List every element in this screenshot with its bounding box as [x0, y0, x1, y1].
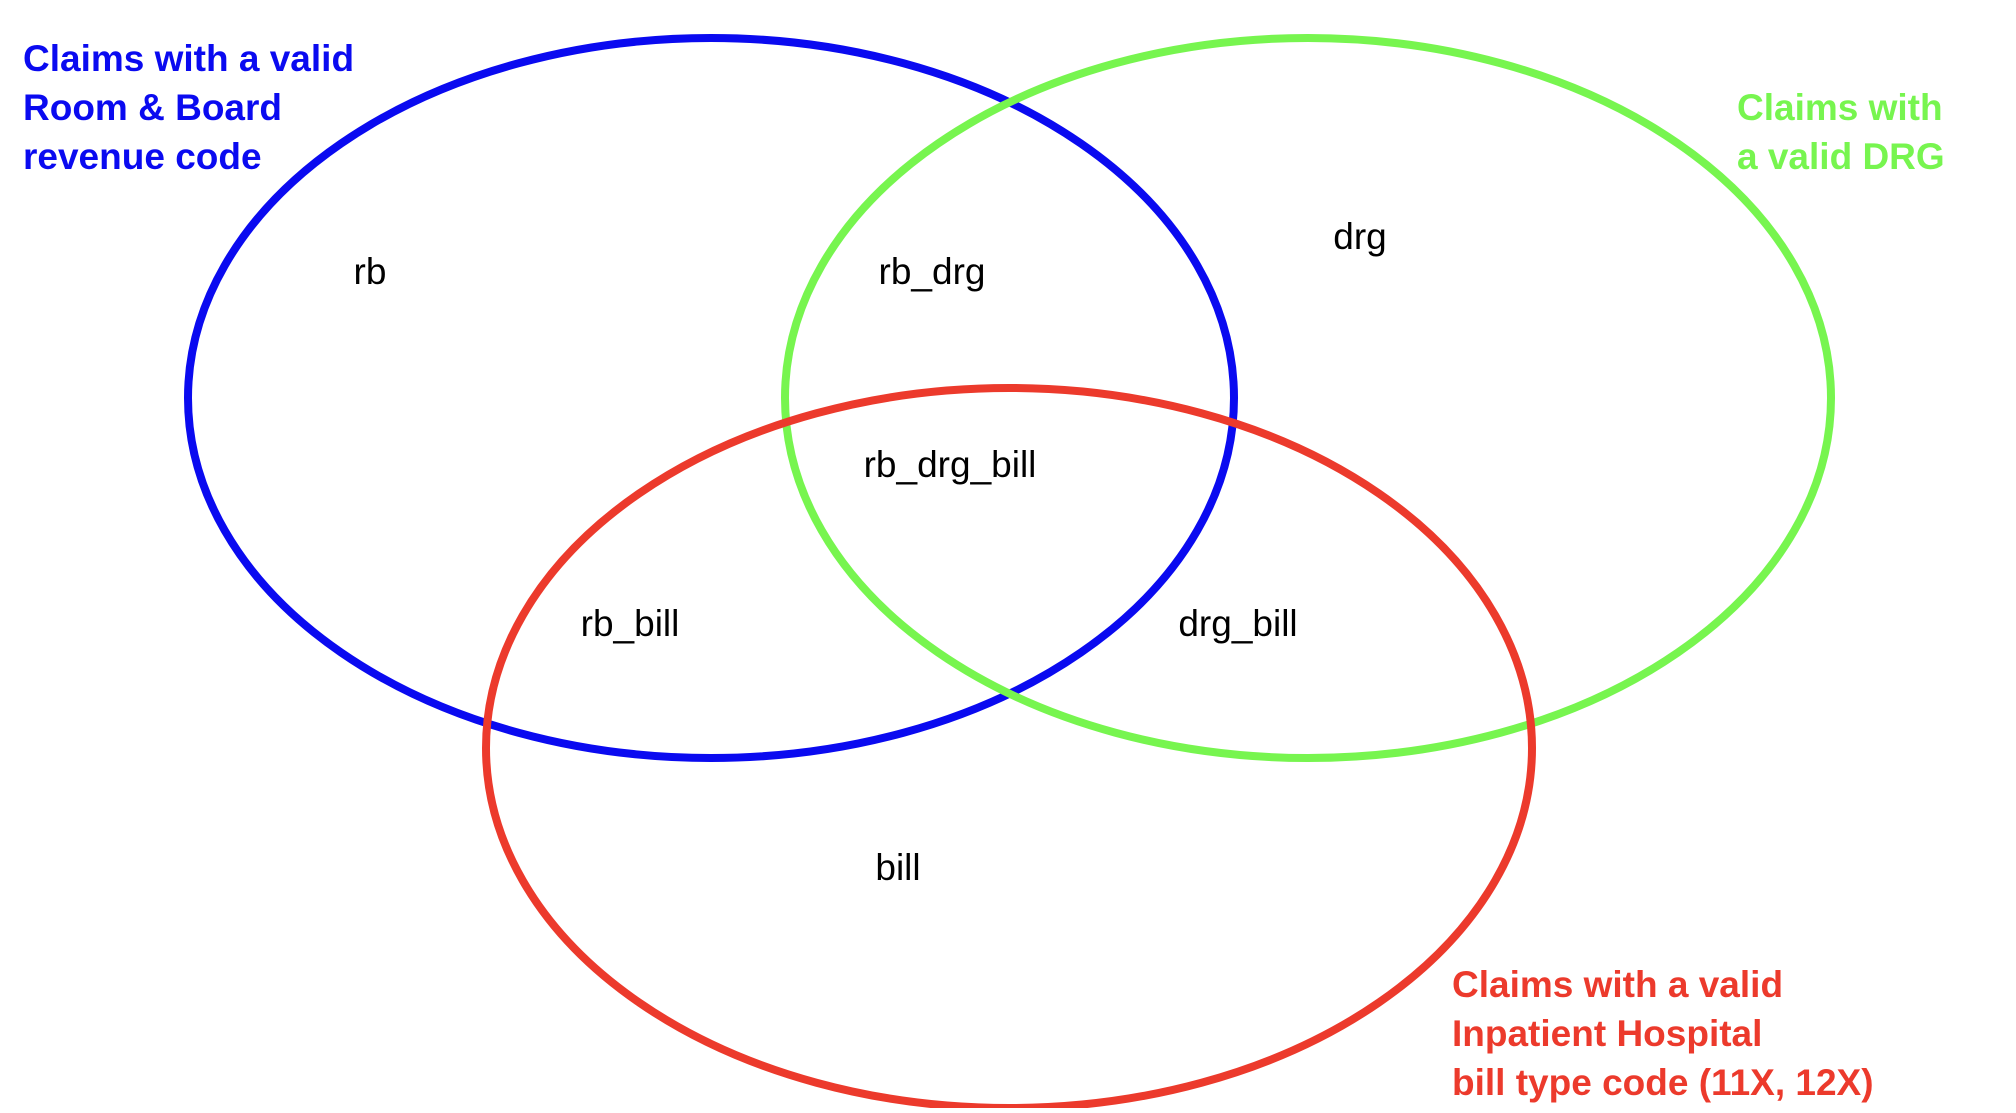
bill-set-label-line: bill type code (11X, 12X)	[1452, 1062, 1874, 1103]
rb-set-circle	[184, 34, 1238, 762]
drg-set-circle	[781, 34, 1835, 762]
rb-set-label-line: Room & Board	[23, 87, 282, 128]
rb-set-label: Claims with a valid Room & Board revenue…	[23, 34, 354, 181]
region-bill: bill	[875, 847, 921, 888]
rb-set-label-line: Claims with a valid	[23, 38, 355, 79]
drg-set-label-line: a valid DRG	[1737, 136, 1945, 177]
region-drg: drg	[1333, 216, 1387, 257]
region-rb-drg: rb_drg	[878, 251, 986, 292]
rb-set-label-line: revenue code	[23, 136, 262, 177]
bill-set-circle	[482, 384, 1536, 1112]
bill-set-label: Claims with a valid Inpatient Hospital b…	[1452, 960, 1874, 1107]
region-rb-drg-bill: rb_drg_bill	[863, 444, 1037, 485]
bill-set-label-line: Inpatient Hospital	[1452, 1013, 1763, 1054]
bill-set-label-line: Claims with a valid	[1452, 964, 1784, 1005]
drg-set-label-line: Claims with	[1737, 87, 1943, 128]
region-drg-bill: drg_bill	[1178, 603, 1298, 644]
region-rb: rb	[353, 251, 387, 292]
region-rb-bill: rb_bill	[580, 603, 680, 644]
drg-set-label: Claims with a valid DRG	[1737, 83, 1945, 181]
